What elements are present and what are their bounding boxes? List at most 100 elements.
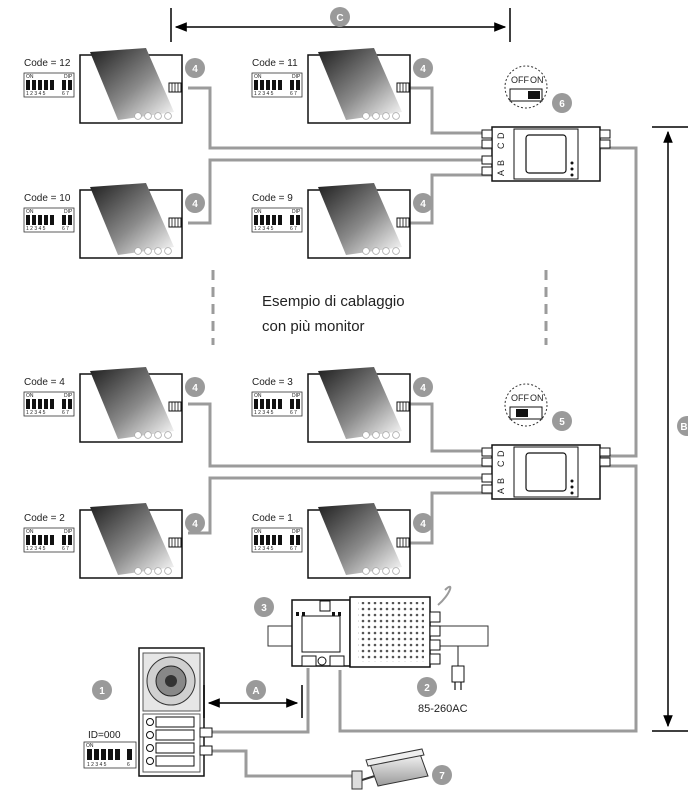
dimension-b: B bbox=[652, 126, 688, 732]
monitor-badge-number: 4 bbox=[192, 383, 198, 394]
distributor-module: OFF ON 5 A B C D bbox=[481, 383, 611, 500]
dip-numbers: 6 7 bbox=[290, 546, 297, 552]
port-label: A bbox=[496, 488, 506, 494]
monitor-unit: Code = 10 ON DIP 1 2 3 4 5 6 7 bbox=[23, 183, 205, 259]
distributor-badge: 6 bbox=[552, 93, 572, 113]
dip-numbers: 1 2 3 4 5 bbox=[254, 546, 274, 552]
dip-numbers: 1 2 3 4 5 bbox=[26, 226, 46, 232]
monitor-list: Code = 12 ON DIP 1 2 3 4 5 6 7 bbox=[23, 48, 433, 579]
svg-text:1: 1 bbox=[99, 686, 105, 697]
switch-on-label: ON bbox=[530, 393, 544, 403]
switch-on-label: ON bbox=[530, 75, 544, 85]
camera-badge: 7 bbox=[432, 765, 452, 785]
port-label: C bbox=[496, 142, 506, 149]
dip-on-label: ON bbox=[254, 74, 262, 80]
psu-badge: 2 bbox=[417, 677, 437, 697]
monitor-screen bbox=[307, 503, 411, 579]
monitor-badge: 4 bbox=[413, 58, 433, 78]
monitor-badge: 4 bbox=[413, 513, 433, 533]
monitor-badge: 4 bbox=[413, 193, 433, 213]
distributor-badge-number: 5 bbox=[559, 417, 565, 428]
monitor-screen bbox=[307, 183, 411, 259]
caption-line-2: con più monitor bbox=[262, 318, 365, 335]
dip-switch: ON DIP 1 2 3 4 5 6 7 bbox=[23, 391, 75, 417]
dip-switch: ON DIP 1 2 3 4 5 6 7 bbox=[251, 207, 303, 233]
monitor-badge-number: 4 bbox=[192, 519, 198, 530]
dip-numbers: 6 7 bbox=[62, 226, 69, 232]
svg-text:B: B bbox=[680, 422, 687, 433]
svg-text:2: 2 bbox=[424, 683, 430, 694]
dimension-c-badge: C bbox=[330, 7, 350, 27]
monitor-screen bbox=[79, 503, 183, 579]
dip-on-label: ON bbox=[26, 74, 34, 80]
dimension-a-badge: A bbox=[246, 680, 266, 700]
dip-dip-label: DIP bbox=[64, 74, 73, 80]
dip-numbers: 6 7 bbox=[62, 410, 69, 416]
monitor-badge-number: 4 bbox=[420, 519, 426, 530]
dimension-a: A bbox=[203, 680, 303, 718]
outdoor-station-badge: 1 bbox=[92, 680, 112, 700]
dip-numbers: 1 2 3 4 5 bbox=[26, 91, 46, 97]
port-label: D bbox=[496, 450, 506, 457]
termination-switch: OFF ON bbox=[504, 383, 548, 427]
distributor-list: OFF ON 6 A B C D OFF ON bbox=[481, 65, 611, 500]
dip-dip-label: DIP bbox=[292, 209, 301, 215]
monitor-unit: Code = 3 ON DIP 1 2 3 4 5 6 7 bbox=[251, 367, 433, 443]
termination-switch: OFF ON bbox=[504, 65, 548, 109]
dip-dip-label: DIP bbox=[292, 393, 301, 399]
monitor-badge: 4 bbox=[185, 193, 205, 213]
dip-numbers: 1 2 3 4 5 bbox=[254, 91, 274, 97]
monitor-unit: Code = 2 ON DIP 1 2 3 4 5 6 7 bbox=[23, 503, 205, 579]
port-label: B bbox=[496, 160, 506, 166]
monitor-badge-number: 4 bbox=[420, 383, 426, 394]
svg-text:3: 3 bbox=[261, 603, 267, 614]
terminal-block bbox=[168, 217, 182, 228]
svg-text:C: C bbox=[336, 13, 343, 24]
voltage-label: 85-260AC bbox=[418, 703, 468, 715]
dip-dip-label: DIP bbox=[64, 393, 73, 399]
dip-numbers: 1 2 3 4 5 bbox=[26, 410, 46, 416]
terminal-block bbox=[396, 82, 410, 93]
distributor-badge-number: 6 bbox=[559, 99, 565, 110]
monitor-code-label: Code = 1 bbox=[252, 513, 293, 524]
switch-off-label: OFF bbox=[511, 75, 529, 85]
dip-dip-label: DIP bbox=[64, 529, 73, 535]
monitor-badge: 4 bbox=[185, 513, 205, 533]
dip-on-label: ON bbox=[254, 529, 262, 535]
monitor-unit: Code = 9 ON DIP 1 2 3 4 5 6 7 bbox=[251, 183, 433, 259]
dip-switch: ON DIP 1 2 3 4 5 6 7 bbox=[23, 207, 75, 233]
monitor-badge: 4 bbox=[185, 377, 205, 397]
dip-numbers: 1 2 3 4 5 bbox=[254, 226, 274, 232]
monitor-unit: Code = 4 ON DIP 1 2 3 4 5 6 7 bbox=[23, 367, 205, 443]
terminal-block bbox=[168, 82, 182, 93]
dip-on-label: ON bbox=[254, 209, 262, 215]
outdoor-dip-switch: ON 1 2 3 4 5 6 bbox=[83, 741, 137, 769]
monitor-unit: Code = 12 ON DIP 1 2 3 4 5 6 7 bbox=[23, 48, 205, 124]
monitor-badge-number: 4 bbox=[192, 199, 198, 210]
monitor-badge: 4 bbox=[185, 58, 205, 78]
dimension-c: C bbox=[170, 7, 511, 42]
distributor-badge: 5 bbox=[552, 411, 572, 431]
monitor-code-label: Code = 10 bbox=[24, 193, 71, 204]
monitor-badge-number: 4 bbox=[420, 199, 426, 210]
monitor-screen bbox=[79, 48, 183, 124]
dimension-b-badge: B bbox=[677, 416, 688, 436]
terminal-block bbox=[168, 401, 182, 412]
port-label: D bbox=[496, 132, 506, 139]
monitor-screen bbox=[79, 183, 183, 259]
caption-line-1: Esempio di cablaggio bbox=[262, 293, 405, 310]
svg-text:A: A bbox=[252, 686, 259, 697]
monitor-code-label: Code = 11 bbox=[252, 58, 298, 69]
monitor-code-label: Code = 12 bbox=[24, 58, 71, 69]
outdoor-id-label: ID=000 bbox=[88, 730, 121, 741]
dip-switch: ON DIP 1 2 3 4 5 6 7 bbox=[251, 527, 303, 553]
monitor-badge-number: 4 bbox=[192, 64, 198, 75]
terminal-block bbox=[396, 537, 410, 548]
cctv-camera: 7 bbox=[351, 748, 452, 790]
switch-off-label: OFF bbox=[511, 393, 529, 403]
monitor-screen bbox=[307, 367, 411, 443]
wiring bbox=[188, 86, 638, 778]
dip-numbers: 6 7 bbox=[62, 91, 69, 97]
dip-switch: ON DIP 1 2 3 4 5 6 7 bbox=[251, 391, 303, 417]
